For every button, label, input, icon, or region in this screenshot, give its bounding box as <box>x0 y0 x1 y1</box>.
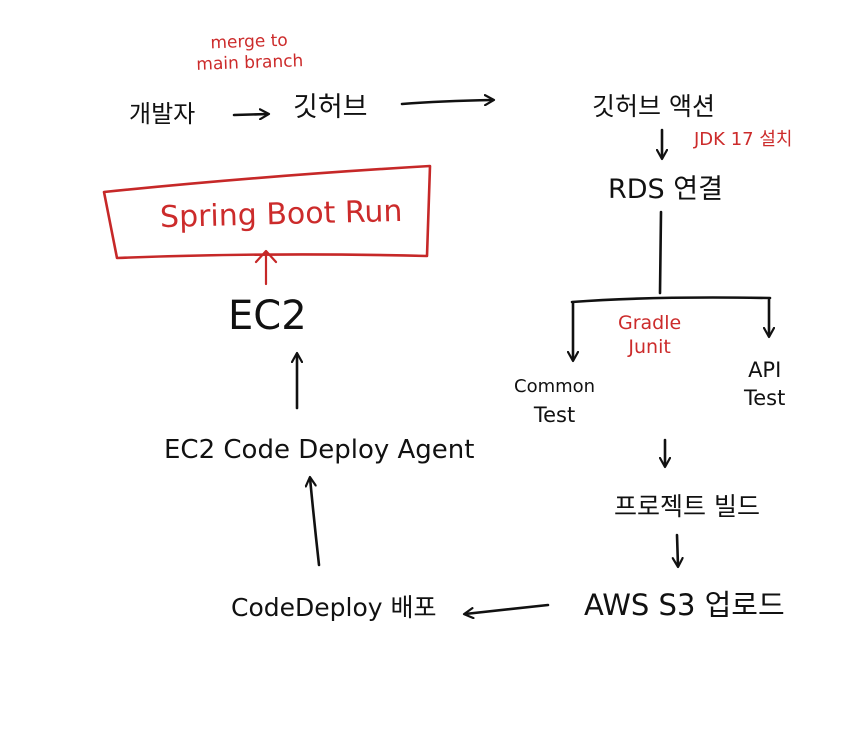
line-test-branch <box>570 296 772 304</box>
arrow-build-to-s3 <box>677 533 678 566</box>
arrowhead-ec2-to-spring <box>254 249 278 264</box>
node-github-actions: 깃허브 액션 <box>592 92 715 121</box>
node-ec2: EC2 <box>228 293 307 339</box>
node-common-test: Common Test <box>514 374 595 431</box>
api-test-line1: API <box>748 358 782 382</box>
node-build: 프로젝트 빌드 <box>614 492 760 521</box>
gradle-annotation: Gradle Junit <box>618 312 681 360</box>
merge-annotation-line2: main branch <box>196 51 304 76</box>
merge-annotation: merge to main branch <box>195 30 304 76</box>
common-test-line1: Common <box>514 376 596 397</box>
node-agent: EC2 Code Deploy Agent <box>164 435 475 465</box>
gradle-annotation-line2: Junit <box>628 335 671 358</box>
node-s3: AWS S3 업로드 <box>584 588 785 622</box>
node-rds: RDS 연결 <box>608 174 723 205</box>
arrow-codedeploy-to-agent <box>310 478 321 567</box>
arrow-developer-to-github <box>232 114 268 115</box>
node-github: 깃허브 <box>293 92 368 123</box>
node-api-test: API Test <box>744 356 785 413</box>
gradle-annotation-line1: Gradle <box>618 312 682 334</box>
node-spring-boot-run: Spring Boot Run <box>159 193 403 236</box>
node-developer: 개발자 <box>129 100 196 128</box>
arrow-s3-to-codedeploy <box>465 603 550 614</box>
spring-boot-box <box>102 164 432 260</box>
node-codedeploy: CodeDeploy 배포 <box>231 593 437 622</box>
jdk-annotation: JDK 17 설치 <box>694 129 793 150</box>
common-test-line2: Test <box>533 403 576 428</box>
api-test-line2: Test <box>744 386 786 411</box>
line-rds-trunk <box>658 210 663 295</box>
arrow-github-to-actions <box>400 100 493 104</box>
